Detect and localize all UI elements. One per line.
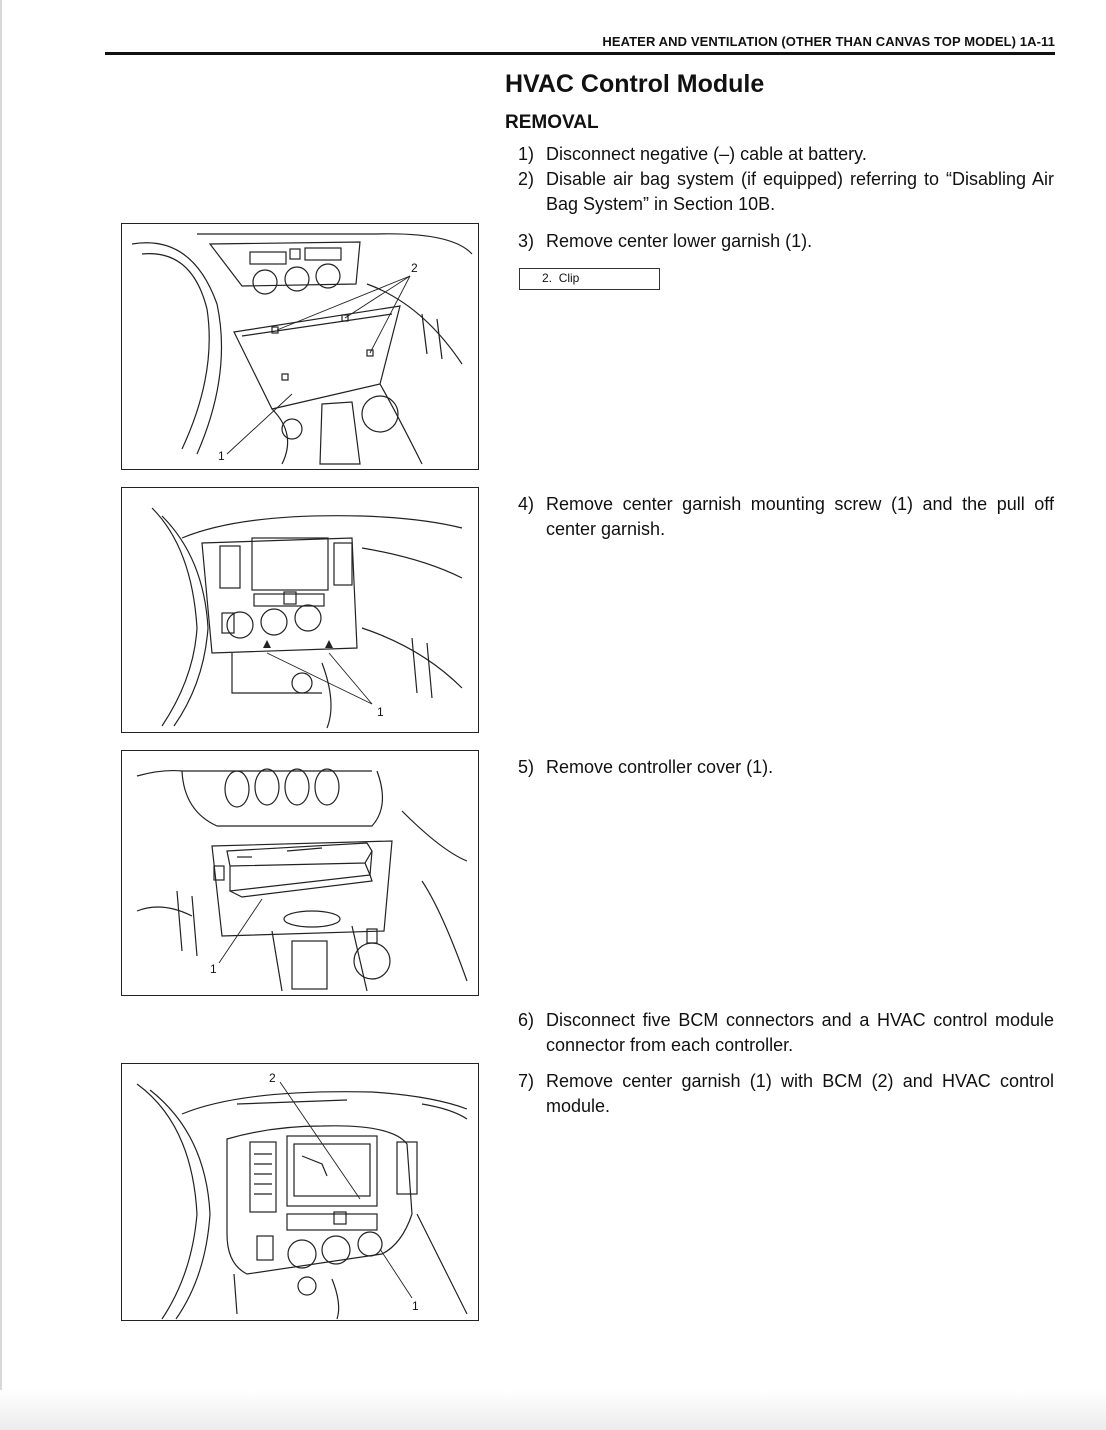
legend-item-number: 2.: [542, 271, 553, 285]
callout-label: 2: [269, 1071, 276, 1085]
step-text: Remove center garnish mounting screw (1)…: [546, 494, 1054, 539]
step-text: Disconnect five BCM connectors and a HVA…: [546, 1010, 1054, 1055]
callout-label: 2: [411, 261, 418, 275]
center-garnish-bcm-illustration: 2 1: [136, 1071, 468, 1320]
step-number: 5): [518, 757, 535, 777]
step-text: Disconnect negative (–) cable at battery…: [546, 144, 867, 164]
callout-label: 1: [210, 962, 217, 976]
step-number: 2): [518, 169, 535, 189]
page-edge: [0, 0, 2, 1430]
step-6: 6) Disconnect five BCM connectors and a …: [518, 1008, 1054, 1058]
step-text: Remove center lower garnish (1).: [546, 231, 813, 251]
removal-subtitle: REMOVAL: [505, 112, 599, 133]
step-number: 7): [518, 1071, 535, 1091]
callout-label: 1: [218, 449, 225, 463]
step-7: 7) Remove center garnish (1) with BCM (2…: [518, 1069, 1054, 1119]
controller-cover-illustration: 1: [136, 768, 468, 992]
step-number: 6): [518, 1010, 535, 1030]
step-4: 4) Remove center garnish mounting screw …: [518, 492, 1054, 542]
figure-center-garnish-bcm: 2 1: [121, 1063, 479, 1321]
step-number: 4): [518, 494, 535, 514]
callout-label: 1: [377, 705, 384, 719]
header-rule: [105, 52, 1055, 55]
figure-center-garnish-screws: 1: [121, 487, 479, 733]
lower-garnish-illustration: 2 1: [131, 233, 473, 465]
center-garnish-illustration: 1: [151, 507, 463, 729]
figure-legend: 2. Clip: [519, 268, 660, 290]
figure-lower-garnish: 2 1: [121, 223, 479, 470]
step-text: Remove controller cover (1).: [546, 757, 774, 777]
legend-entry: 2. Clip: [542, 271, 579, 285]
step-2: 2) Disable air bag system (if equipped) …: [518, 167, 1054, 217]
step-text: Remove center garnish (1) with BCM (2) a…: [546, 1071, 1054, 1116]
figure-controller-cover: 1: [121, 750, 479, 996]
step-1: 1) Disconnect negative (–) cable at batt…: [518, 142, 1054, 167]
callout-label: 1: [412, 1299, 419, 1313]
section-title: HVAC Control Module: [505, 70, 765, 98]
step-5: 5) Remove controller cover (1).: [518, 755, 1054, 780]
step-3: 3) Remove center lower garnish (1).: [518, 229, 1054, 254]
page-bottom-shade: [0, 1390, 1106, 1430]
legend-item-label: Clip: [558, 271, 580, 285]
step-text: Disable air bag system (if equipped) ref…: [546, 169, 1054, 214]
step-number: 1): [518, 144, 535, 164]
running-header: HEATER AND VENTILATION (OTHER THAN CANVA…: [602, 34, 1055, 49]
step-number: 3): [518, 231, 535, 251]
